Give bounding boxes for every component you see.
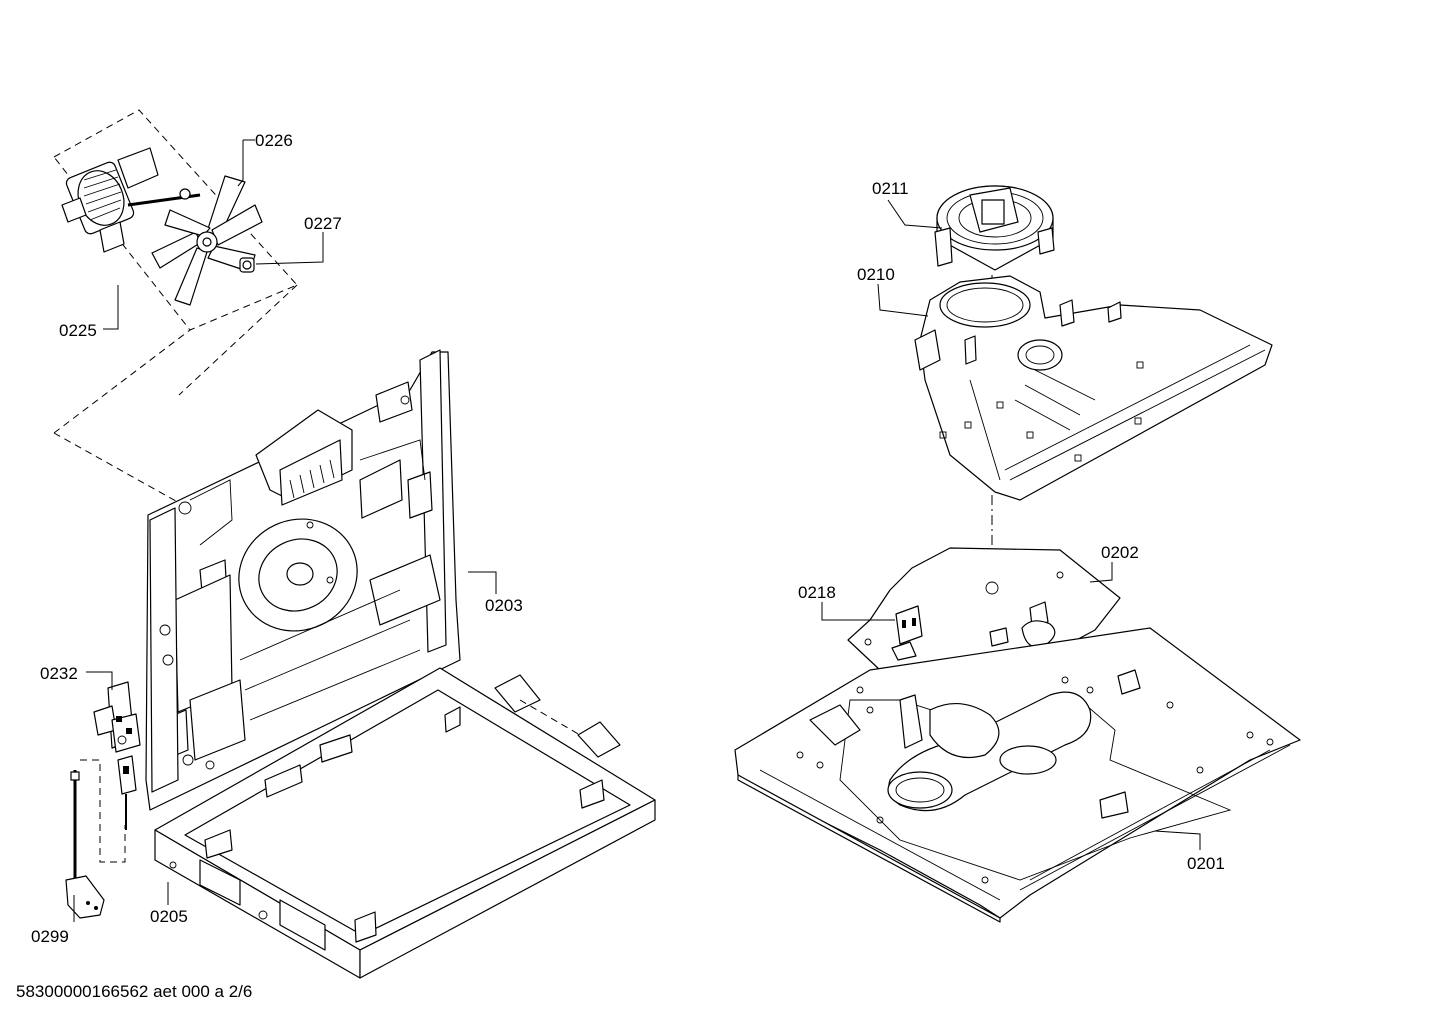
connector-plug	[117, 755, 137, 830]
label-0225: 0225	[59, 321, 97, 340]
label-0210: 0210	[857, 265, 895, 284]
label-0203: 0203	[485, 596, 523, 615]
label-0218: 0218	[798, 583, 836, 602]
cooling-fan	[934, 185, 1055, 320]
base-plate	[734, 627, 1301, 923]
back-panel	[145, 349, 461, 811]
leader-lines	[73, 139, 1201, 922]
label-0227: 0227	[304, 214, 342, 233]
fan-nut	[239, 257, 255, 273]
air-duct	[914, 275, 1273, 580]
fan-motor-kit-box	[53, 109, 298, 511]
label-0202: 0202	[1101, 543, 1139, 562]
label-0226: 0226	[255, 131, 293, 150]
power-cord	[65, 759, 126, 919]
footer-document-id: 58300000166562 aet 000 a 2/6	[16, 982, 252, 1001]
switch-module	[93, 681, 141, 753]
label-0205: 0205	[150, 907, 188, 926]
bottom-tray	[154, 667, 656, 979]
label-0211: 0211	[872, 179, 909, 198]
label-0232: 0232	[40, 664, 78, 683]
label-0299: 0299	[31, 927, 69, 946]
fan-motor	[61, 147, 201, 253]
label-0201: 0201	[1187, 854, 1225, 873]
fan-impeller	[151, 175, 263, 306]
cover-plate	[847, 547, 1121, 701]
